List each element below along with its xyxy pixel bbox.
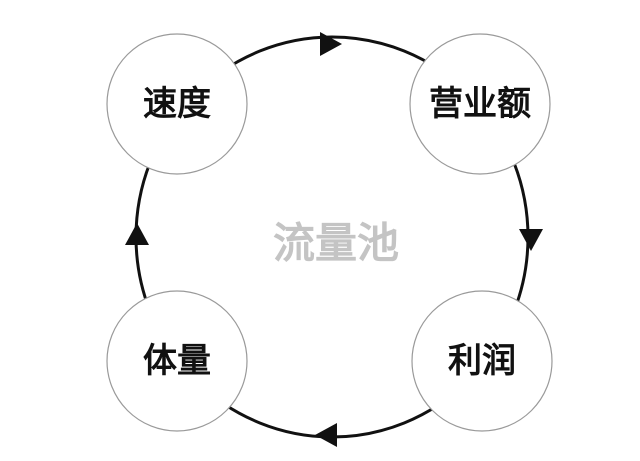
arrow-left: [125, 223, 149, 245]
node-profit-circle: [411, 290, 553, 432]
node-revenue-label: 营业额: [429, 84, 531, 124]
node-revenue-circle: [409, 33, 551, 175]
node-speed-circle: [106, 33, 248, 175]
arrow-right: [519, 229, 543, 251]
arrow-bottom: [315, 423, 337, 447]
arrow-top: [320, 32, 342, 56]
node-profit: 利润: [411, 290, 553, 432]
node-volume-label: 体量: [143, 341, 211, 381]
node-speed-label: 速度: [143, 84, 211, 124]
node-volume-circle: [106, 290, 248, 432]
node-volume: 体量: [106, 290, 248, 432]
node-speed: 速度: [106, 33, 248, 175]
node-profit-label: 利润: [448, 341, 516, 381]
center-label: 流量池: [273, 219, 399, 268]
node-revenue: 营业额: [409, 33, 551, 175]
